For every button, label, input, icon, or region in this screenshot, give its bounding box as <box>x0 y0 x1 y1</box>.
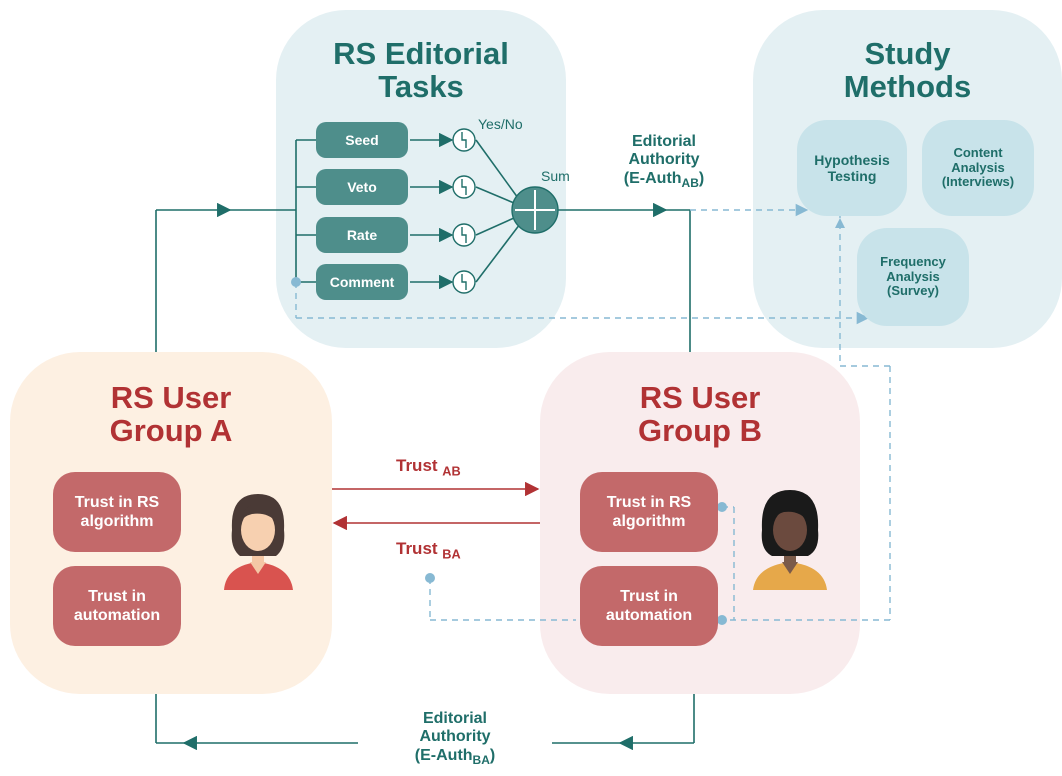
hypothesis-testing-bubble: Hypothesis Testing <box>797 120 907 216</box>
yes-no-label: Yes/No <box>478 116 523 132</box>
task-to-neuron-arrows <box>410 132 521 290</box>
group-b-to-group-a-connector <box>155 694 695 751</box>
study-dashed-connectors <box>295 203 891 621</box>
user-b-avatar-icon <box>753 490 827 590</box>
task-veto-pill: Veto <box>316 169 408 205</box>
trust-arrows <box>332 481 540 531</box>
group-a-to-tasks-connector <box>155 139 316 352</box>
group-a-trust-algorithm-box: Trust in RS algorithm <box>53 472 181 552</box>
study-methods-title: Study Methods <box>843 36 972 104</box>
neuron-nodes <box>452 128 476 294</box>
frequency-analysis-bubble: Frequency Analysis (Survey) <box>857 228 969 326</box>
content-analysis-bubble: Content Analysis (Interviews) <box>922 120 1034 216</box>
task-seed-pill: Seed <box>316 122 408 158</box>
group-b-title: RS User Group B <box>638 380 762 448</box>
user-a-avatar-icon <box>224 494 293 590</box>
group-a-title: RS User Group A <box>109 380 233 448</box>
group-a-trust-automation-box: Trust in automation <box>53 566 181 646</box>
trust-ba-label: Trust BA <box>396 539 461 562</box>
editorial-authority-ba-label: Editorial Authority (E-AuthBA) <box>414 710 496 767</box>
tasks-to-group-b-connector <box>558 202 691 352</box>
task-rate-pill: Rate <box>316 217 408 253</box>
task-comment-pill: Comment <box>316 264 408 300</box>
editorial-tasks-title: RS Editorial Tasks <box>333 36 509 104</box>
hypothesis-arrowhead <box>835 218 845 228</box>
sum-node <box>511 186 559 234</box>
editorial-authority-ab-label: Editorial Authority (E-AuthAB) <box>623 133 705 190</box>
trust-ab-label: Trust AB <box>396 456 461 479</box>
group-b-trust-automation-box: Trust in automation <box>580 566 718 646</box>
group-b-trust-algorithm-box: Trust in RS algorithm <box>580 472 718 552</box>
dashed-connector-dots <box>291 277 727 625</box>
sum-label: Sum <box>541 168 570 184</box>
